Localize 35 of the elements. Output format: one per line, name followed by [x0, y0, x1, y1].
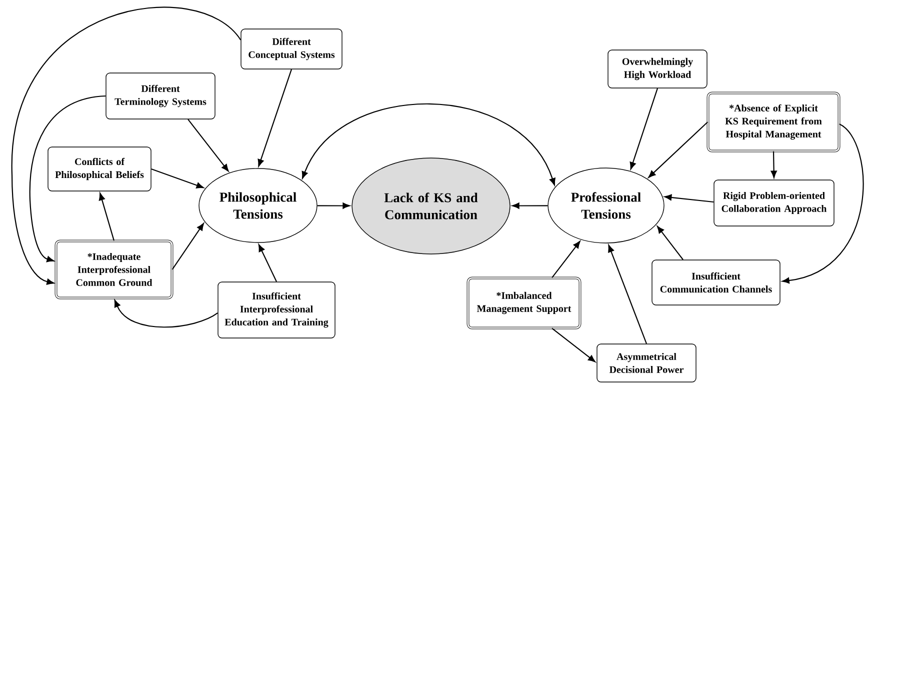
arrow — [512, 202, 548, 209]
rounded-box: Different Conceptual Systems — [240, 28, 342, 70]
rounded-box: Asymmetrical Decisional Power — [596, 344, 696, 382]
arrow — [648, 122, 708, 178]
ellipse-node: Lack of KS and Communication — [352, 158, 510, 254]
double-headed-arrow — [302, 103, 556, 186]
curved-arrow — [11, 6, 242, 285]
arrow — [770, 151, 777, 178]
double-border-box: *Absence of Explicit KS Requirement from Hospital Management — [706, 92, 840, 152]
arrow — [98, 192, 115, 241]
rounded-box: Overwhelmingly High Workload — [608, 50, 708, 88]
arrow — [172, 223, 204, 270]
ellipse-node: Philosophical Tensions — [198, 168, 318, 243]
arrow — [608, 244, 648, 344]
arrow — [258, 69, 292, 167]
rounded-box: Conflicts of Philosophical Beliefs — [48, 146, 152, 192]
arrow — [258, 244, 277, 282]
arrow — [188, 119, 229, 172]
arrow — [317, 202, 350, 209]
rounded-box: Different Terminology Systems — [106, 72, 216, 120]
arrow — [151, 168, 204, 188]
double-border-box: *Imbalanced Management Support — [466, 276, 582, 330]
rounded-box: Insufficient Communication Channels — [652, 260, 780, 306]
ellipse-node: Professional Tensions — [548, 168, 664, 244]
arrow — [664, 194, 714, 203]
arrow — [552, 328, 596, 362]
double-border-box: *Inadequate Interprofessional Common Ground — [54, 240, 174, 300]
arrow — [552, 240, 580, 278]
curved-arrow — [29, 95, 106, 262]
rounded-box: Insufficient Interprofessional Education and Training — [218, 282, 336, 338]
curved-arrow — [782, 124, 864, 284]
rounded-box: Rigid Problem-oriented Collaboration Approach — [714, 180, 834, 226]
curved-arrow — [114, 300, 218, 328]
arrow — [657, 226, 684, 260]
arrow — [630, 88, 658, 170]
